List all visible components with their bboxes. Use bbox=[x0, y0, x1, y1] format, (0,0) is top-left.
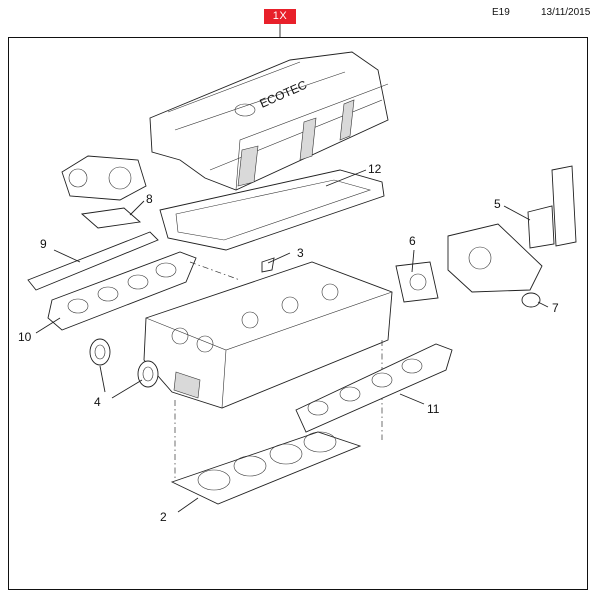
leader-line bbox=[399, 393, 425, 405]
leader-line bbox=[129, 200, 145, 216]
gasket-6 bbox=[395, 261, 439, 303]
callout-6: 6 bbox=[409, 234, 416, 248]
leader-line bbox=[325, 169, 367, 187]
alignment-line bbox=[189, 261, 241, 281]
page-code: E19 bbox=[492, 7, 510, 18]
thermostat-housing bbox=[447, 165, 577, 293]
leader-line bbox=[111, 379, 143, 399]
callout-5: 5 bbox=[494, 197, 501, 211]
leader-line bbox=[267, 252, 291, 264]
leader-line bbox=[503, 205, 531, 221]
callout-12: 12 bbox=[368, 162, 382, 176]
o-ring-7 bbox=[521, 292, 541, 308]
cylinder-head bbox=[143, 261, 393, 409]
callout-9: 9 bbox=[40, 237, 47, 251]
leader-line bbox=[35, 317, 61, 334]
leader-line bbox=[411, 249, 415, 273]
callout-10: 10 bbox=[18, 330, 32, 344]
seal-4b bbox=[137, 360, 159, 388]
callout-4: 4 bbox=[94, 395, 101, 409]
callout-7: 7 bbox=[552, 301, 559, 315]
callout-8: 8 bbox=[146, 192, 153, 206]
gasket-9 bbox=[27, 231, 159, 291]
leader-line bbox=[177, 497, 199, 513]
leader-line bbox=[99, 365, 106, 393]
gasket-10 bbox=[47, 251, 197, 331]
seal-4a bbox=[89, 338, 111, 366]
callout-3: 3 bbox=[297, 246, 304, 260]
gasket-11 bbox=[295, 343, 453, 433]
gasket-12 bbox=[159, 169, 385, 251]
diagram-frame bbox=[8, 37, 588, 590]
valve-cover: ECOTEC bbox=[149, 51, 389, 191]
leader-line bbox=[537, 301, 549, 308]
throttle-body bbox=[61, 155, 147, 201]
document-date: 13/11/2015 bbox=[541, 7, 591, 18]
gasket-8 bbox=[80, 207, 142, 229]
quantity-badge: 1X bbox=[264, 9, 296, 24]
leader-line bbox=[53, 249, 81, 263]
callout-11: 11 bbox=[427, 402, 440, 416]
callout-2: 2 bbox=[160, 510, 167, 524]
part-3 bbox=[261, 257, 275, 273]
